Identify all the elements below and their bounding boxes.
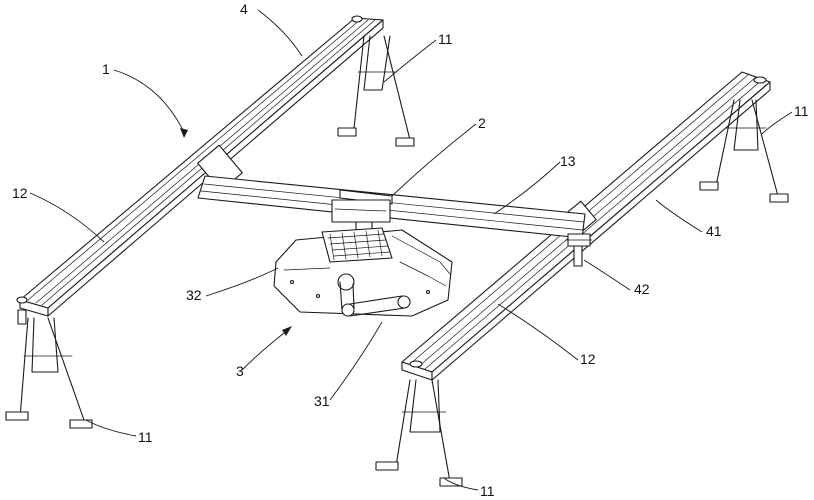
label-11-near-left: 11	[138, 429, 153, 445]
reference-labels: 4 1 11 2 13 12 11 41 42 32 3 31 12 11 11	[12, 1, 809, 499]
label-11-near-right: 11	[480, 483, 495, 499]
label-41: 41	[706, 223, 722, 239]
label-11-far-left: 11	[438, 31, 453, 47]
arrowhead	[180, 128, 188, 138]
support-far-left	[337, 35, 415, 147]
crossbeam	[197, 175, 586, 239]
label-31: 31	[314, 393, 330, 409]
support-near-right	[375, 379, 463, 487]
support-far-right	[699, 99, 789, 203]
support-near-left	[5, 309, 93, 429]
arrowhead	[282, 326, 292, 336]
label-3: 3	[236, 363, 244, 379]
walking-unit	[273, 227, 453, 317]
label-32: 32	[186, 287, 202, 303]
label-12-left: 12	[12, 185, 28, 201]
slider	[565, 233, 593, 267]
label-4: 4	[240, 1, 248, 17]
left-rail	[16, 15, 384, 317]
leader-lines	[29, 9, 793, 491]
right-rail	[401, 71, 771, 381]
label-13: 13	[560, 153, 576, 169]
label-12-right: 12	[580, 351, 596, 367]
label-42: 42	[634, 281, 650, 297]
label-1: 1	[102, 61, 110, 77]
label-11-far-right: 11	[794, 103, 809, 119]
label-2: 2	[478, 115, 486, 131]
